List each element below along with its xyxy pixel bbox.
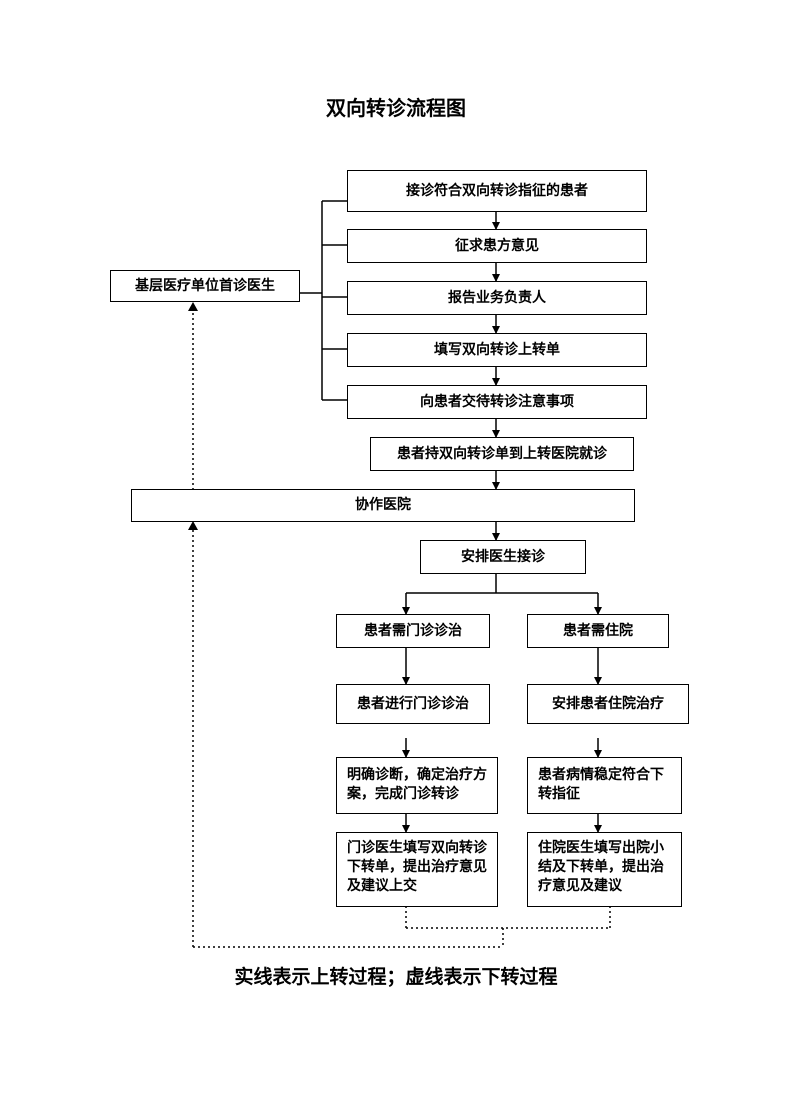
outpatient-need: 患者需门诊诊治	[336, 614, 490, 648]
legend-caption: 实线表示上转过程；虚线表示下转过程	[234, 966, 558, 988]
inpatient-stable-label: 患者病情稳定符合下转指征	[538, 767, 664, 802]
inpatient-need: 患者需住院	[527, 614, 669, 648]
step-patient-visits-hospital: 患者持双向转诊单到上转医院就诊	[370, 437, 634, 471]
step-receive-patient-label: 接诊符合双向转诊指征的患者	[406, 182, 588, 199]
step-report-supervisor-label: 报告业务负责人	[448, 289, 546, 306]
step-report-supervisor: 报告业务负责人	[347, 281, 647, 315]
page-title: 双向转诊流程图	[326, 96, 466, 120]
step-explain-precautions-label: 向患者交待转诊注意事项	[420, 393, 574, 410]
inpatient-referral-form-label: 住院医生填写出院小结及下转单，提出治疗意见及建议	[538, 840, 664, 894]
outpatient-diagnose: 明确诊断，确定治疗方案，完成门诊转诊	[336, 757, 498, 814]
inpatient-stable: 患者病情稳定符合下转指征	[527, 757, 682, 814]
outpatient-referral-form: 门诊医生填写双向转诊下转单，提出治疗意见及建议上交	[336, 832, 498, 907]
partner-hospital-label: 协作医院	[355, 497, 411, 514]
inpatient-referral-form: 住院医生填写出院小结及下转单，提出治疗意见及建议	[527, 832, 682, 907]
outpatient-diagnose-label: 明确诊断，确定治疗方案，完成门诊转诊	[347, 767, 487, 802]
inpatient-need-label: 患者需住院	[563, 622, 633, 639]
inpatient-arrange-label: 安排患者住院治疗	[552, 695, 664, 712]
step-fill-upward-form: 填写双向转诊上转单	[347, 333, 647, 367]
inpatient-arrange: 安排患者住院治疗	[527, 684, 689, 724]
arrange-doctor-label: 安排医生接诊	[461, 548, 545, 565]
arrange-doctor: 安排医生接诊	[420, 540, 586, 574]
outpatient-need-label: 患者需门诊诊治	[364, 622, 462, 639]
step-seek-consent: 征求患方意见	[347, 229, 647, 263]
outpatient-referral-form-label: 门诊医生填写双向转诊下转单，提出治疗意见及建议上交	[347, 840, 487, 894]
step-seek-consent-label: 征求患方意见	[455, 237, 539, 254]
partner-hospital: 协作医院	[131, 489, 635, 522]
outpatient-proceed: 患者进行门诊诊治	[336, 684, 490, 724]
step-explain-precautions: 向患者交待转诊注意事项	[347, 385, 647, 419]
step-receive-patient: 接诊符合双向转诊指征的患者	[347, 170, 647, 212]
outpatient-proceed-label: 患者进行门诊诊治	[357, 695, 469, 712]
primary-clinic-doctor-label: 基层医疗单位首诊医生	[135, 277, 275, 294]
step-fill-upward-form-label: 填写双向转诊上转单	[434, 341, 560, 358]
step-patient-visits-hospital-label: 患者持双向转诊单到上转医院就诊	[397, 445, 607, 462]
primary-clinic-doctor: 基层医疗单位首诊医生	[110, 270, 300, 302]
